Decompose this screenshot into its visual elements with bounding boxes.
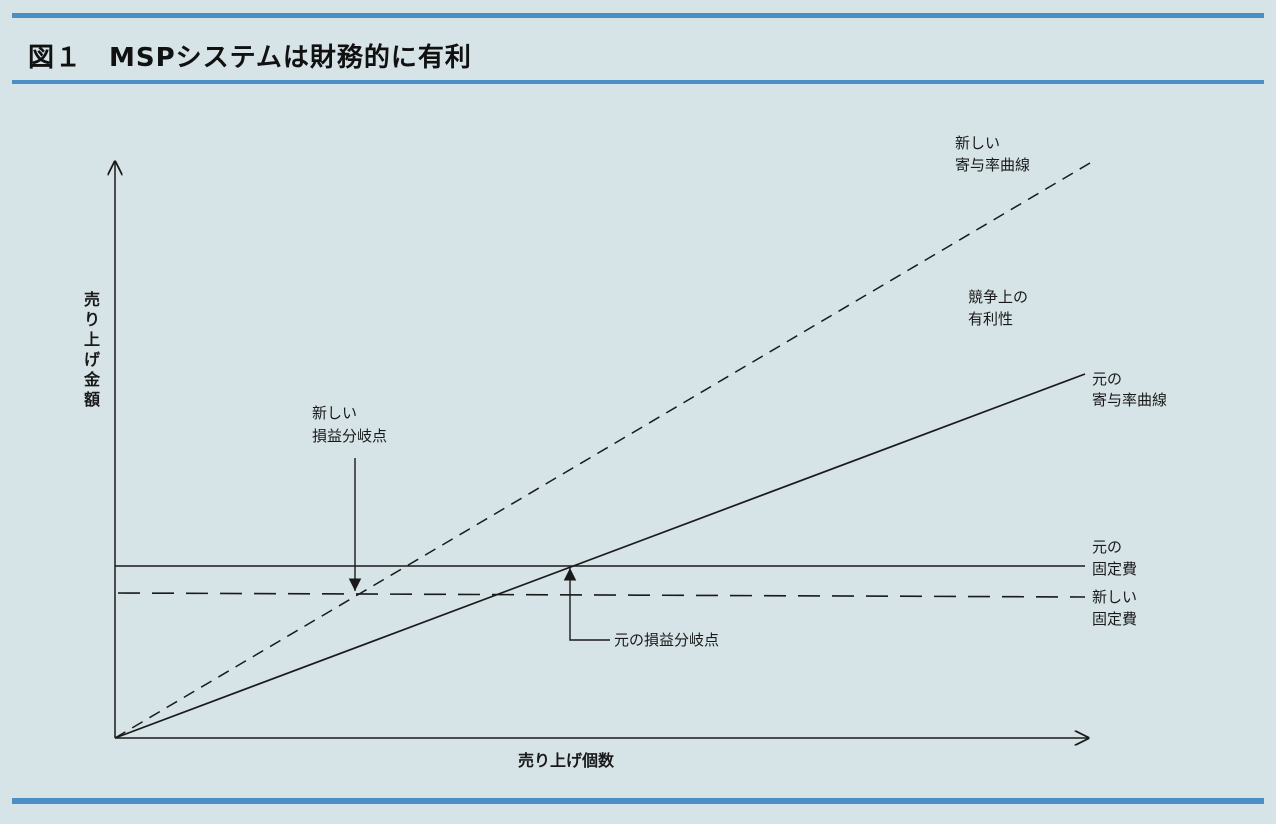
bottom-rule [12, 798, 1264, 804]
new-break-even-label: 損益分岐点 [312, 427, 387, 445]
old-break-even-label: 元の損益分岐点 [614, 631, 719, 649]
old-break-even-arrow [563, 568, 610, 641]
y-label-char: 上 [84, 330, 100, 349]
old-contribution-label: 元の [1092, 370, 1122, 388]
y-axis-label: 売 り 上 げ 金 額 [83, 290, 101, 409]
new-contribution-label: 寄与率曲線 [955, 156, 1030, 174]
competitive-advantage-label: 有利性 [968, 310, 1013, 328]
new-break-even-label: 新しい [312, 404, 357, 422]
old-fixed-cost-label: 固定費 [1092, 560, 1137, 578]
y-label-char: 額 [83, 390, 100, 409]
new-contribution-line [114, 162, 1091, 739]
y-label-char: 売 [84, 290, 100, 309]
y-label-char: り [84, 310, 100, 329]
y-label-char: 金 [83, 370, 101, 389]
new-contribution-label: 新しい [955, 134, 1000, 152]
old-contribution-label: 寄与率曲線 [1092, 391, 1167, 409]
x-axis-label: 売り上げ個数 [518, 751, 615, 770]
competitive-advantage-label: 競争上の [968, 288, 1028, 306]
top-rule [12, 13, 1264, 18]
old-contribution-line [114, 373, 1086, 739]
new-fixed-cost-label: 固定費 [1092, 610, 1137, 628]
new-fixed-cost-label: 新しい [1092, 588, 1137, 606]
y-label-char: げ [84, 350, 101, 369]
new-fixed-cost-line [117, 592, 1086, 598]
figure-title: 図１ MSPシステムは財務的に有利 [28, 43, 472, 73]
title-rule [12, 80, 1264, 84]
old-fixed-cost-label: 元の [1092, 538, 1122, 556]
